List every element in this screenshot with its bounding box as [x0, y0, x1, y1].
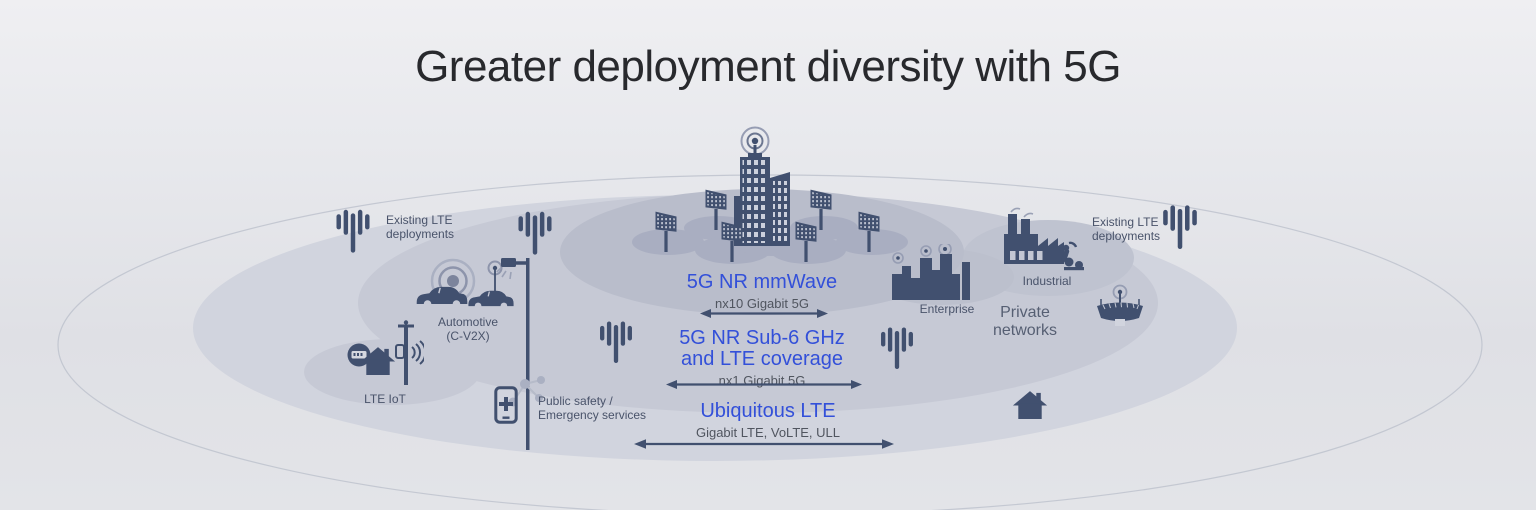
small-cell-icon [856, 210, 882, 252]
lte-iot-label: LTE IoT [364, 392, 406, 406]
tier-mmwave-title: 5G NR mmWave [686, 271, 838, 293]
tier-lte-subtitle: Gigabit LTE, VoLTE, ULL [695, 425, 841, 440]
enterprise-label: Enterprise [919, 302, 975, 316]
robot-arm-icon [1061, 241, 1084, 271]
cell-tower-icon [333, 208, 373, 258]
house-icon [1012, 390, 1048, 421]
private-networks-label: Private networks [992, 304, 1058, 340]
coverage-arrow-mmwave [700, 309, 828, 318]
coverage-arrow-lte [634, 439, 894, 449]
tier-mmwave-subtitle: nx10 Gigabit 5G [715, 296, 809, 311]
iot-sensor-pole-icon [395, 320, 424, 385]
cell-tower-icon [878, 324, 916, 376]
cell-tower-icon [597, 318, 635, 370]
car-icon [414, 283, 470, 307]
page-title: Greater deployment diversity with 5G [415, 42, 1121, 91]
factory-icon [1004, 207, 1064, 264]
cell-tower-icon [1160, 203, 1200, 255]
stadium-icon [1097, 284, 1143, 326]
small-cell-icon [653, 210, 679, 252]
skyscraper-antenna-icon [734, 126, 790, 246]
street-lamp-icon [496, 258, 530, 450]
public-safety-label: Public safety / Emergency services [538, 394, 647, 423]
small-cell-icon [793, 220, 819, 262]
coverage-arrow-sub6 [666, 380, 862, 389]
existing-lte-left-label: Existing LTE deployments [386, 213, 455, 242]
car-icon [466, 287, 516, 309]
emergency-phone-icon [494, 386, 518, 424]
tier-sub6-title-line2: and LTE coverage [681, 348, 843, 370]
automotive-label: Automotive (C-V2X) [437, 315, 499, 344]
tier-sub6-title-line1: 5G NR Sub-6 GHz [679, 327, 845, 349]
cell-tower-icon [515, 210, 555, 260]
house-icon [360, 346, 396, 377]
industrial-label: Industrial [1022, 274, 1072, 288]
tier-lte: Ubiquitous LTE Gigabit LTE, VoLTE, ULL [642, 400, 894, 441]
small-cell-icon [719, 220, 745, 262]
signal-rings-icon [430, 258, 476, 304]
tier-mmwave: 5G NR mmWave nx10 Gigabit 5G [642, 271, 882, 312]
tier-lte-title: Ubiquitous LTE [700, 400, 836, 422]
city-skyline-icon [892, 244, 970, 300]
existing-lte-right-label: Existing LTE deployments [1092, 215, 1161, 244]
